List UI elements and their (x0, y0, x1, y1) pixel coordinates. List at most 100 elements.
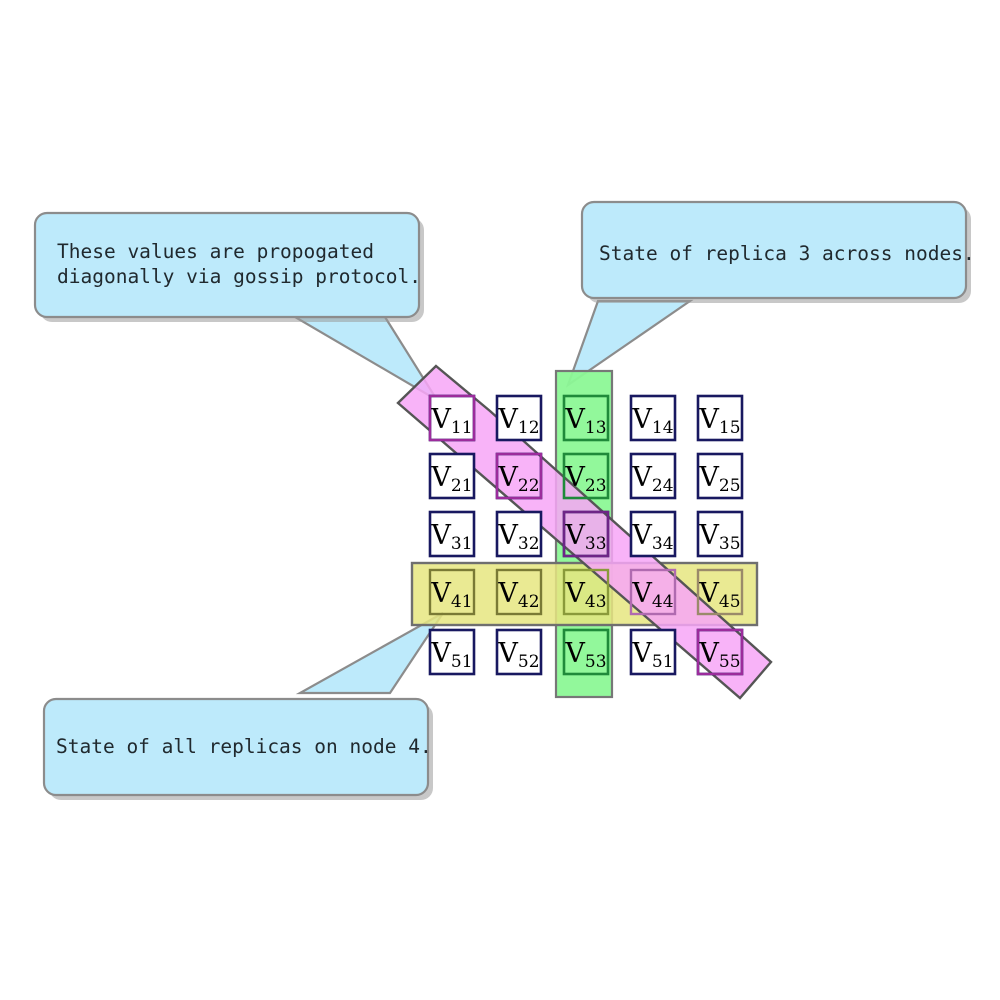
cell-v13[interactable]: V13 (562, 394, 610, 442)
cell-v55-sub: 55 (719, 652, 741, 672)
cell-v24-base: V (631, 462, 652, 493)
svg-text:V51: V51 (631, 638, 673, 672)
svg-text:V52: V52 (497, 638, 539, 672)
cell-v51-sub: 51 (451, 652, 473, 672)
cell-v33[interactable]: V33 (562, 510, 610, 558)
svg-text:V14: V14 (631, 404, 673, 438)
cell-v25-base: V (698, 462, 719, 493)
cell-v11[interactable]: V11 (428, 394, 476, 442)
replica-callout-box (580, 200, 968, 300)
cell-v44[interactable]: V44 (629, 568, 677, 616)
svg-text:V33: V33 (564, 520, 606, 554)
cell-v41[interactable]: V41 (428, 568, 476, 616)
svg-text:V11: V11 (430, 404, 472, 438)
cell-v34-base: V (631, 520, 652, 551)
cell-v13-base: V (564, 404, 585, 435)
cell-v24[interactable]: V24 (629, 452, 677, 500)
svg-text:V44: V44 (631, 578, 673, 612)
cell-v55[interactable]: V55 (696, 628, 744, 676)
cell-v54-sub: 51 (652, 652, 674, 672)
cell-v32-sub: 32 (518, 534, 540, 554)
cell-v22-sub: 22 (518, 476, 540, 496)
cell-v12-base: V (497, 404, 518, 435)
cell-v23-base: V (564, 462, 585, 493)
cell-v54-base: V (631, 638, 652, 669)
cell-v32[interactable]: V32 (495, 510, 543, 558)
cell-v43-base: V (564, 578, 585, 609)
svg-text:V25: V25 (698, 462, 740, 496)
replica-callout[interactable]: State of replica 3 across nodes. (580, 200, 975, 303)
svg-text:V51: V51 (430, 638, 472, 672)
cell-v12-sub: 12 (518, 418, 540, 438)
cell-v41-sub: 41 (451, 592, 473, 612)
gossip-diagonal-band (396, 364, 773, 700)
svg-text:V35: V35 (698, 520, 740, 554)
cell-v35-sub: 35 (719, 534, 741, 554)
node-callout[interactable]: State of all replicas on node 4. (42, 697, 433, 800)
gossip-callout[interactable]: These values are propogated diagonally v… (33, 211, 424, 322)
cell-v21-base: V (430, 462, 451, 493)
svg-text:V12: V12 (497, 404, 539, 438)
cell-v35[interactable]: V35 (696, 510, 744, 558)
cell-v12[interactable]: V12 (495, 394, 543, 442)
cell-v14[interactable]: V14 (629, 394, 677, 442)
cell-v32-base: V (497, 520, 518, 551)
svg-text:V31: V31 (430, 520, 472, 554)
gossip-callout-box (33, 211, 421, 319)
svg-text:V53: V53 (564, 638, 606, 672)
cell-v25-sub: 25 (719, 476, 741, 496)
cell-v51[interactable]: V51 (428, 628, 476, 676)
cell-v23[interactable]: V23 (562, 452, 610, 500)
cell-v25[interactable]: V25 (696, 452, 744, 500)
cell-v53-base: V (564, 638, 585, 669)
svg-text:V21: V21 (430, 462, 472, 496)
svg-text:V43: V43 (564, 578, 606, 612)
cell-v15-base: V (698, 404, 719, 435)
cell-v11-base: V (430, 404, 451, 435)
cell-v13-sub: 13 (585, 418, 607, 438)
cell-v15-sub: 15 (719, 418, 741, 438)
svg-text:V13: V13 (564, 404, 606, 438)
cell-v31-sub: 31 (451, 534, 473, 554)
svg-text:V41: V41 (430, 578, 472, 612)
cell-v22[interactable]: V22 (495, 452, 543, 500)
cell-v44-sub: 44 (652, 592, 674, 612)
cell-v52-sub: 52 (518, 652, 540, 672)
cell-v34[interactable]: V34 (629, 510, 677, 558)
svg-text:V42: V42 (497, 578, 539, 612)
cell-v53[interactable]: V53 (562, 628, 610, 676)
gossip-callout-line-1: These values are propogated (57, 240, 374, 263)
table-row: V11 V12 V13 V14 V15 (428, 394, 744, 442)
cell-v54[interactable]: V51 (629, 628, 677, 676)
node-callout-box (42, 697, 430, 797)
table-row: V41 V42 V43 V44 V45 (428, 568, 744, 616)
cell-v14-sub: 14 (652, 418, 674, 438)
cell-v45-base: V (698, 578, 719, 609)
cell-v52[interactable]: V52 (495, 628, 543, 676)
replica-callout-line-1: State of replica 3 across nodes. (599, 242, 975, 265)
table-row: V31 V32 V33 V34 V35 (428, 510, 744, 558)
cell-v55-base: V (698, 638, 719, 669)
cell-v42-base: V (497, 578, 518, 609)
cell-v45[interactable]: V45 (696, 568, 744, 616)
cell-v51-base: V (430, 638, 451, 669)
svg-text:V23: V23 (564, 462, 606, 496)
cell-v44-base: V (631, 578, 652, 609)
cell-v43[interactable]: V43 (562, 568, 610, 616)
table-row: V21 V22 V23 V24 V25 (428, 452, 744, 500)
cell-v42[interactable]: V42 (495, 568, 543, 616)
cell-v15[interactable]: V15 (696, 394, 744, 442)
cell-v23-sub: 23 (585, 476, 607, 496)
node-callout-line-1: State of all replicas on node 4. (56, 735, 432, 758)
cell-v34-sub: 34 (652, 534, 674, 554)
cell-v21[interactable]: V21 (428, 452, 476, 500)
svg-text:V55: V55 (698, 638, 740, 672)
svg-text:V32: V32 (497, 520, 539, 554)
cell-v31-base: V (430, 520, 451, 551)
svg-text:V45: V45 (698, 578, 740, 612)
cell-v43-sub: 43 (585, 592, 607, 612)
table-row: V51 V52 V53 V51 V55 (428, 628, 744, 676)
cell-v31[interactable]: V31 (428, 510, 476, 558)
